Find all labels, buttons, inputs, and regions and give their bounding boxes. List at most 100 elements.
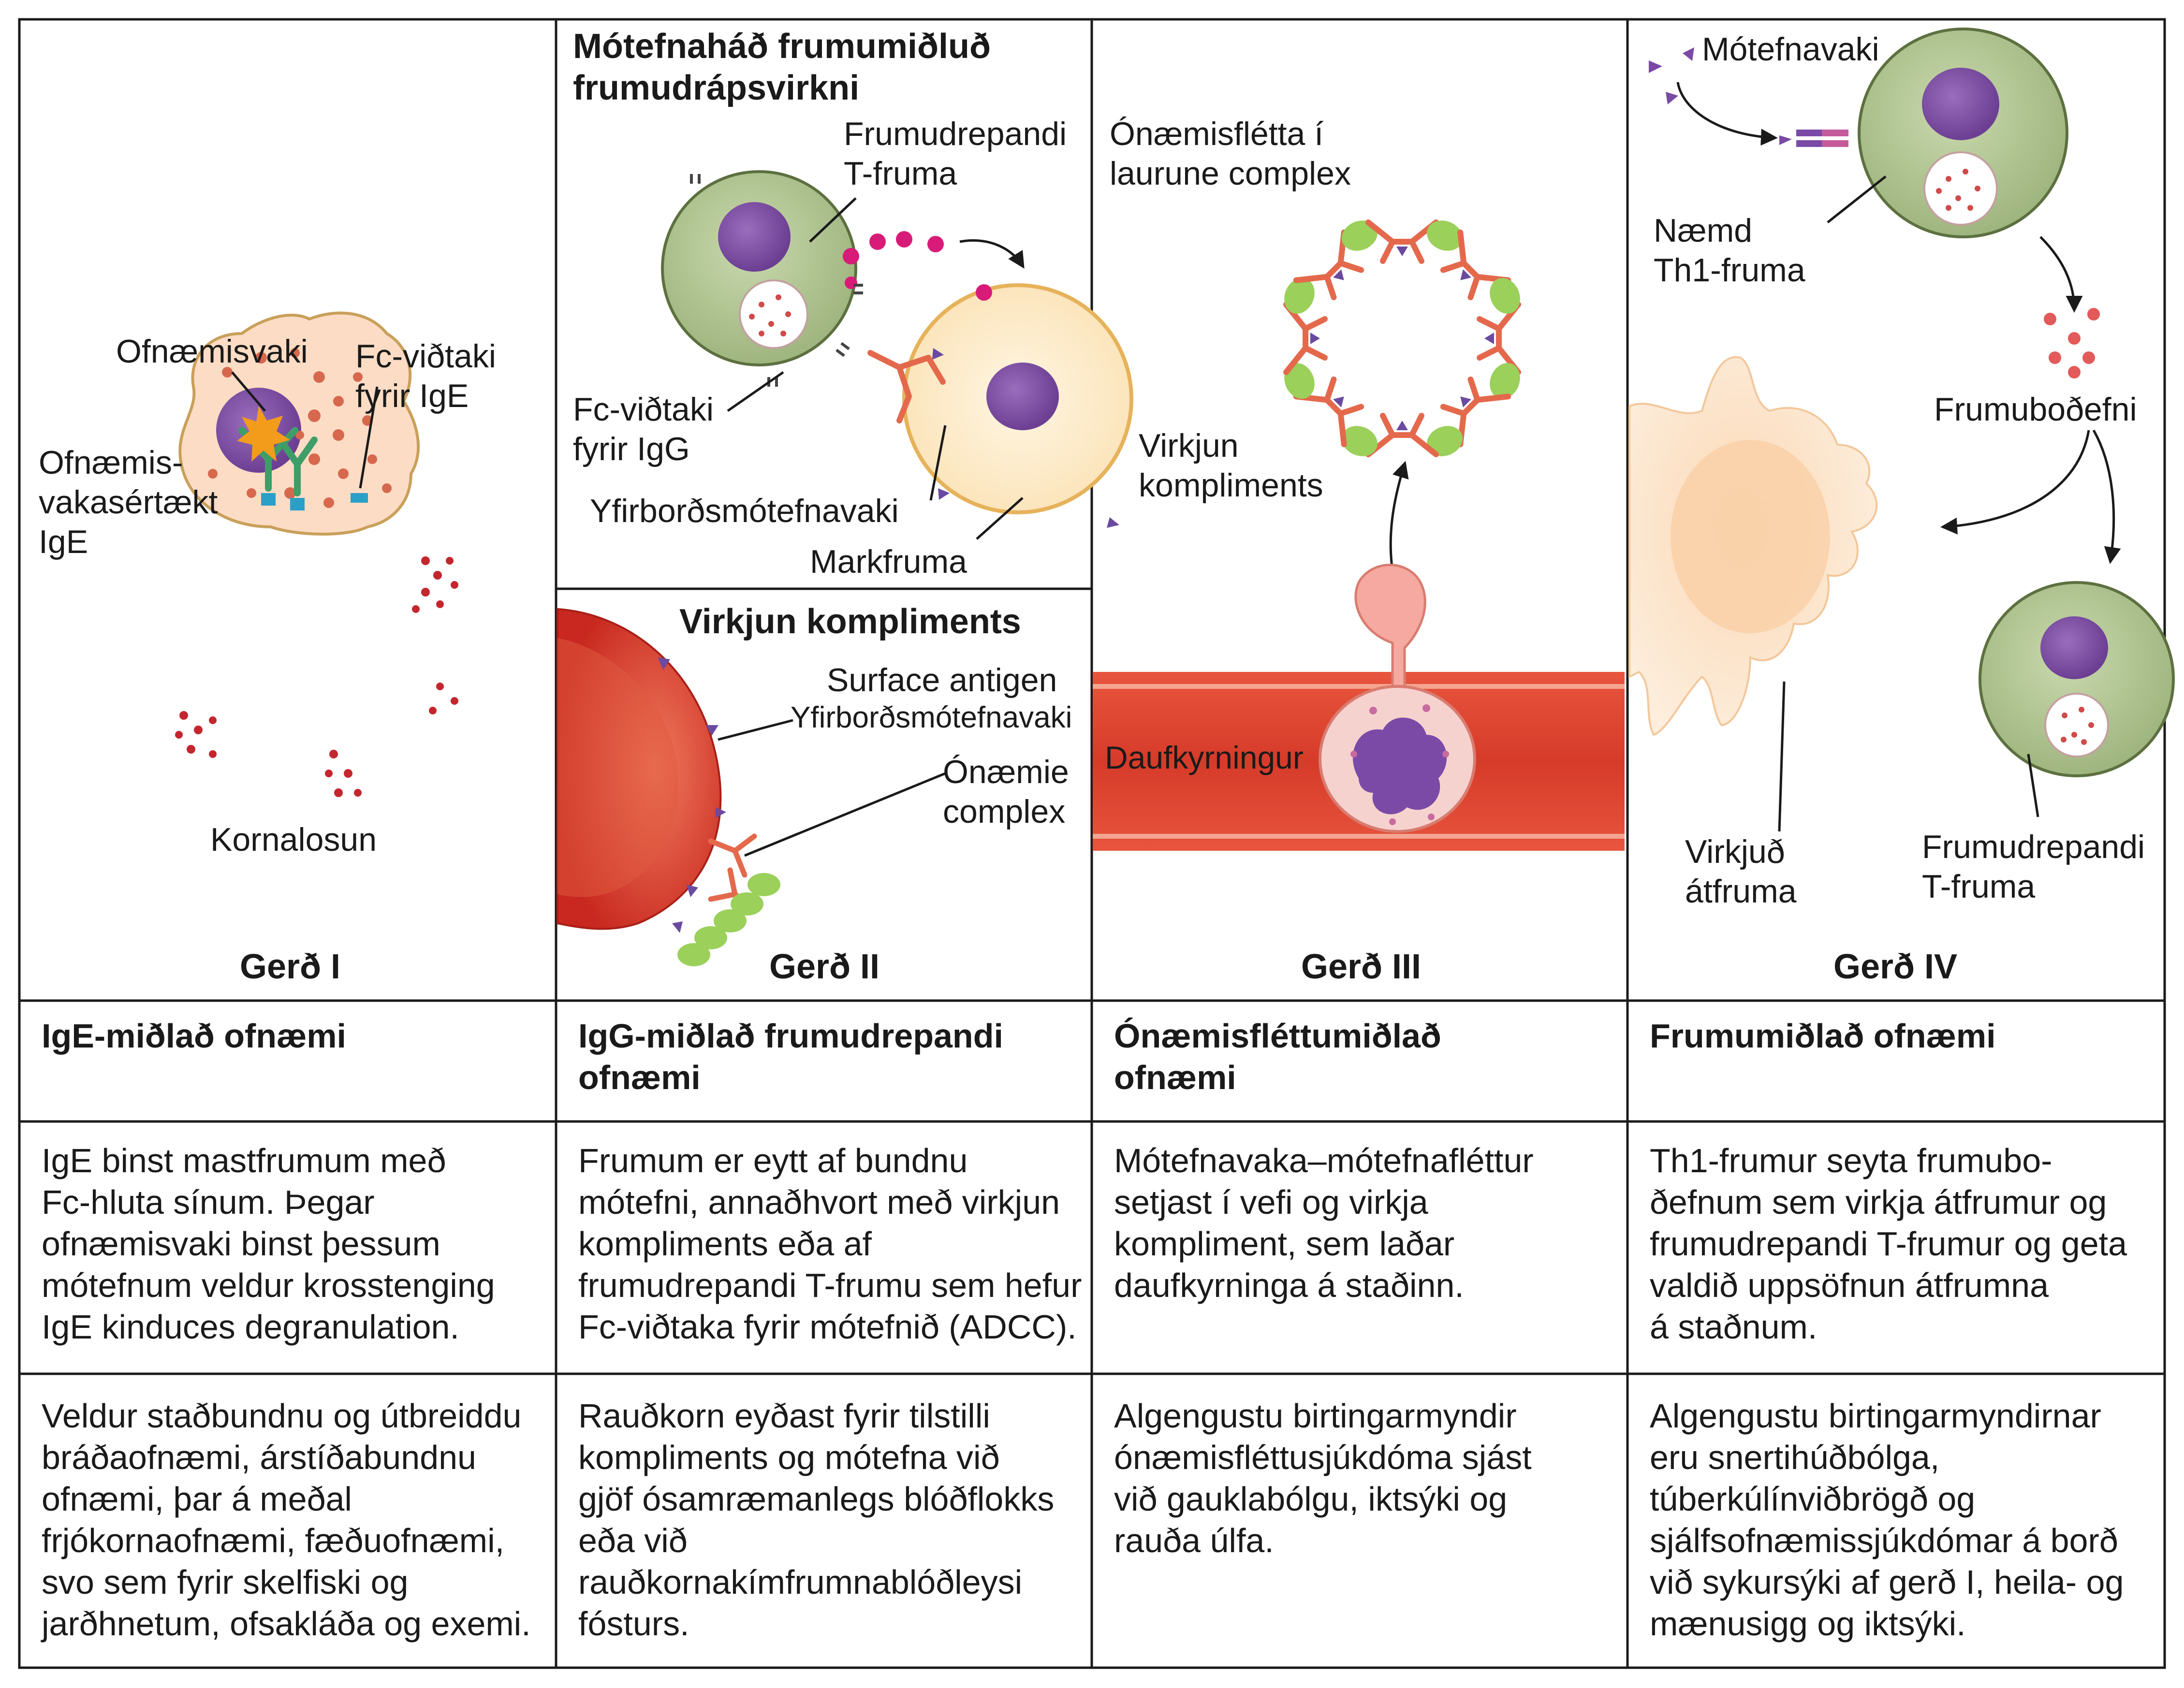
ring-antibody-unit: [1293, 229, 1364, 301]
examples-type-1: Veldur staðbundnu og útbreiddu bráðaofnæ…: [42, 1397, 531, 1643]
arrow-perforin: [959, 239, 1025, 269]
leader-cytotoxic-t-iv: [2027, 754, 2039, 817]
antigen-icons: [1649, 47, 1792, 145]
arrow-antigen: [1676, 82, 1778, 146]
leader-allergen: [231, 371, 266, 412]
title-type-1: IgE-miðlað ofnæmi: [42, 1017, 346, 1055]
examples-type-2: Rauðkorn eyðast fyrir tilstilli komplime…: [578, 1397, 1055, 1643]
ring-complement-unit: [1490, 363, 1520, 399]
surface-antigens-rbc: [658, 657, 726, 933]
title-type-3: Ónæmisfléttumiðlað ofnæmi: [1114, 1017, 1441, 1096]
leader-surface-antigen-rbc: [718, 719, 793, 741]
cytotoxic-t-sac-iv: [2044, 693, 2109, 757]
ring-antibody-unit: [1293, 376, 1364, 448]
label-allergen: Ofnæmisvaki: [116, 333, 308, 370]
type-label-4: Gerð IV: [1833, 947, 1957, 986]
examples-type-3: Algengustu birtingarmyndir ónæmisfléttus…: [1114, 1397, 1532, 1559]
label-target-cell: Markfruma: [810, 543, 967, 580]
arrow-to-cytokines: [2039, 236, 2083, 313]
arrow-complement: [1389, 461, 1409, 571]
rbc-shading: [557, 638, 679, 897]
leader-target-cell: [976, 497, 1024, 540]
title-type-2: IgG-miðlað frumudrepandi ofnæmi: [578, 1017, 1003, 1096]
mechanism-type-3: Mótefnavaka–mótefnafléttur setjast í vef…: [1114, 1142, 1534, 1304]
leader-surface-antigen: [929, 425, 947, 501]
title-type-4: Frumumiðlað ofnæmi: [1650, 1017, 1996, 1055]
mast-cell-granules: [208, 348, 392, 508]
mechanism-type-1: IgE binst mastfrumum með Fc-hluta sínum.…: [42, 1142, 495, 1346]
surface-antigens-adcc: [932, 348, 1119, 528]
fc-receptors: [261, 493, 368, 510]
th1-nucleus: [1922, 68, 1999, 140]
ring-antibody-unit: [1440, 229, 1511, 301]
type-label-3: Gerð III: [1301, 947, 1421, 986]
cytotoxic-t-cell-iv: [1979, 581, 2175, 777]
leader-cytotoxic-t: [809, 197, 857, 243]
leader-immune-complex-rbc: [744, 772, 946, 857]
ring-antibody-unit: [1440, 376, 1511, 448]
ring-complement-unit: [1284, 363, 1315, 399]
macrophage-nucleus: [1671, 440, 1830, 633]
arrow-to-macrophage: [1940, 430, 2090, 535]
igg-bridge: [867, 350, 946, 423]
neutrophil-nucleus: [1353, 717, 1447, 815]
ring-complement-unit: [1342, 426, 1378, 456]
cytotoxic-t-nucleus-iv: [2040, 616, 2108, 679]
leader-fc-receptor: [359, 386, 379, 489]
ring-antibody-unit: [1477, 302, 1521, 375]
label-antigen: Mótefnavaki: [1702, 31, 1879, 68]
grid-lines: [18, 18, 2166, 1669]
th1-granule-sac: [1923, 151, 1998, 226]
ring-antibody-unit: [1365, 413, 1439, 457]
ring-complement-unit: [1342, 220, 1378, 251]
mechanism-type-2: Frumum er eytt af bundnu mótefni, annaðh…: [578, 1142, 1082, 1346]
ring-complement-unit: [1284, 278, 1315, 314]
type-label-2: Gerð II: [769, 947, 879, 986]
leader-th1: [1827, 175, 1887, 223]
neutrophil-protrusion: [1354, 564, 1426, 698]
immune-complex-ring: [1283, 219, 1521, 457]
t-cell-granule-sac: [739, 279, 808, 349]
label-surface-antigen-en: Surface antigen: [827, 662, 1057, 698]
ring-complement-unit: [1490, 278, 1520, 314]
section-title-complement: Virkjun kompliments: [679, 602, 1021, 641]
cytokine-dots: [2044, 308, 2100, 378]
ring-complement-unit: [1427, 220, 1463, 251]
released-granules: [175, 556, 458, 797]
perforin-granules: [843, 231, 992, 301]
label-degranulation: Kornalosun: [210, 821, 377, 858]
vessel-wall: [1093, 684, 1625, 839]
ring-antibody-unit: [1365, 219, 1439, 264]
cytotoxic-t-sac-dots-iv: [2061, 707, 2094, 745]
complement-chain: [677, 873, 780, 966]
arrow-to-t-cell: [2092, 429, 2121, 564]
ring-antibody-unit: [1283, 302, 1328, 375]
type-label-1: Gerð I: [240, 947, 340, 986]
allergen-icon: [237, 406, 290, 462]
target-cell-nucleus: [986, 363, 1059, 430]
mechanism-type-4: Th1-frumur seyta frumubo- ðefnum sem vir…: [1650, 1142, 2127, 1346]
label-neutrophil: Daufkyrningur: [1105, 740, 1304, 775]
examples-type-4: Algengustu birtingarmyndirnar eru snerti…: [1650, 1397, 2124, 1643]
leader-fc-igg: [727, 371, 784, 412]
th1-sac-dots: [1936, 169, 1980, 211]
label-surface-antigen-adcc: Yfirborðsmótefnavaki: [590, 493, 899, 529]
sac-dots: [749, 294, 791, 336]
t-cell-receptors: [690, 174, 863, 387]
